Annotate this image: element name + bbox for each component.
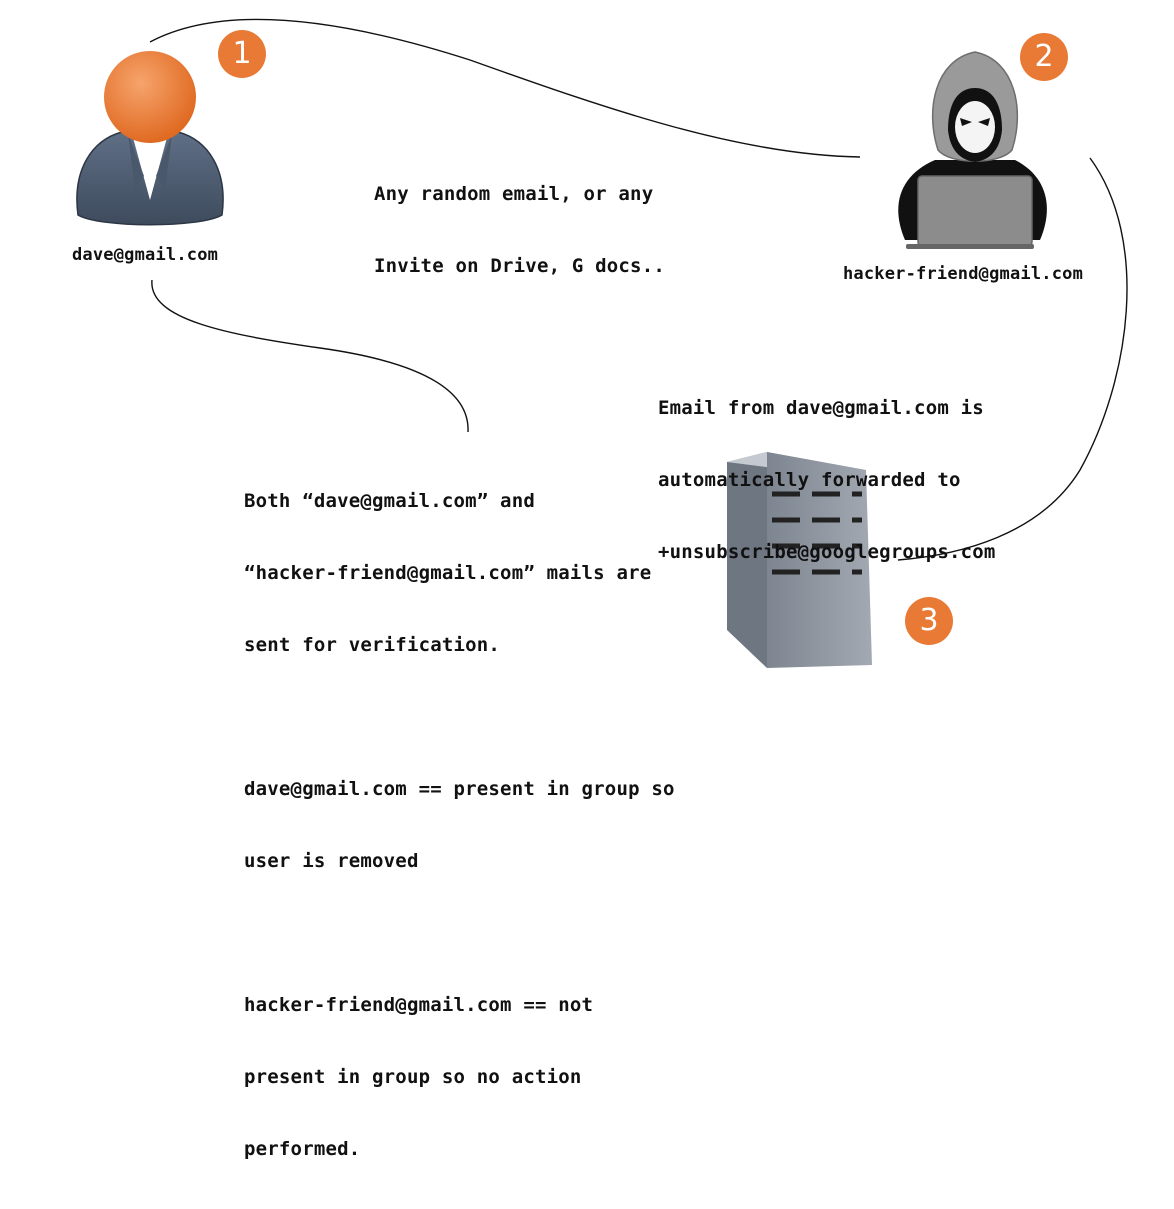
note-line: Both “dave@gmail.com” and	[244, 490, 535, 512]
user-email-label: dave@gmail.com	[72, 245, 219, 265]
diagram-canvas: 1 2 3 dave@gmail.com hacker-friend@gmail…	[72, 18, 1128, 1160]
step-2-badge: 2	[1020, 33, 1068, 81]
hacker-icon	[898, 51, 1047, 249]
note-line: present in group so no action	[244, 1066, 582, 1088]
step-1-badge: 1	[218, 30, 266, 78]
connector-user-to-note	[151, 279, 469, 433]
note-spacer	[244, 705, 675, 729]
verification-note: Both “dave@gmail.com” and “hacker-friend…	[244, 441, 675, 1209]
step-3-number: 3	[919, 603, 939, 638]
note-line: “hacker-friend@gmail.com” mails are	[244, 562, 652, 584]
step-2-number: 2	[1034, 39, 1054, 74]
note-line: user is removed	[244, 850, 419, 872]
step-3-badge: 3	[905, 597, 953, 645]
connector-hacker-to-server	[897, 157, 1128, 561]
note-line: Invite on Drive, G docs..	[374, 255, 665, 277]
connector-lines	[76, 18, 1128, 668]
note-line: Any random email, or any	[374, 183, 654, 205]
hacker-email-label: hacker-friend@gmail.com	[843, 264, 1084, 284]
invite-note: Any random email, or any Invite on Drive…	[374, 134, 665, 326]
note-line: +unsubscribe@googlegroups.com	[658, 541, 996, 563]
note-line: automatically forwarded to	[658, 469, 961, 491]
note-line: dave@gmail.com == present in group so	[244, 778, 675, 800]
note-line: performed.	[244, 1138, 361, 1160]
note-line: Email from dave@gmail.com is	[658, 397, 984, 419]
user-icon	[76, 51, 224, 226]
note-line: sent for verification.	[244, 634, 501, 656]
forward-note: Email from dave@gmail.com is automatical…	[658, 348, 996, 612]
connector-user-to-hacker	[149, 18, 861, 158]
server-icon	[727, 452, 872, 668]
step-1-number: 1	[232, 36, 252, 71]
note-line: hacker-friend@gmail.com == not	[244, 994, 594, 1016]
note-spacer	[244, 921, 675, 945]
